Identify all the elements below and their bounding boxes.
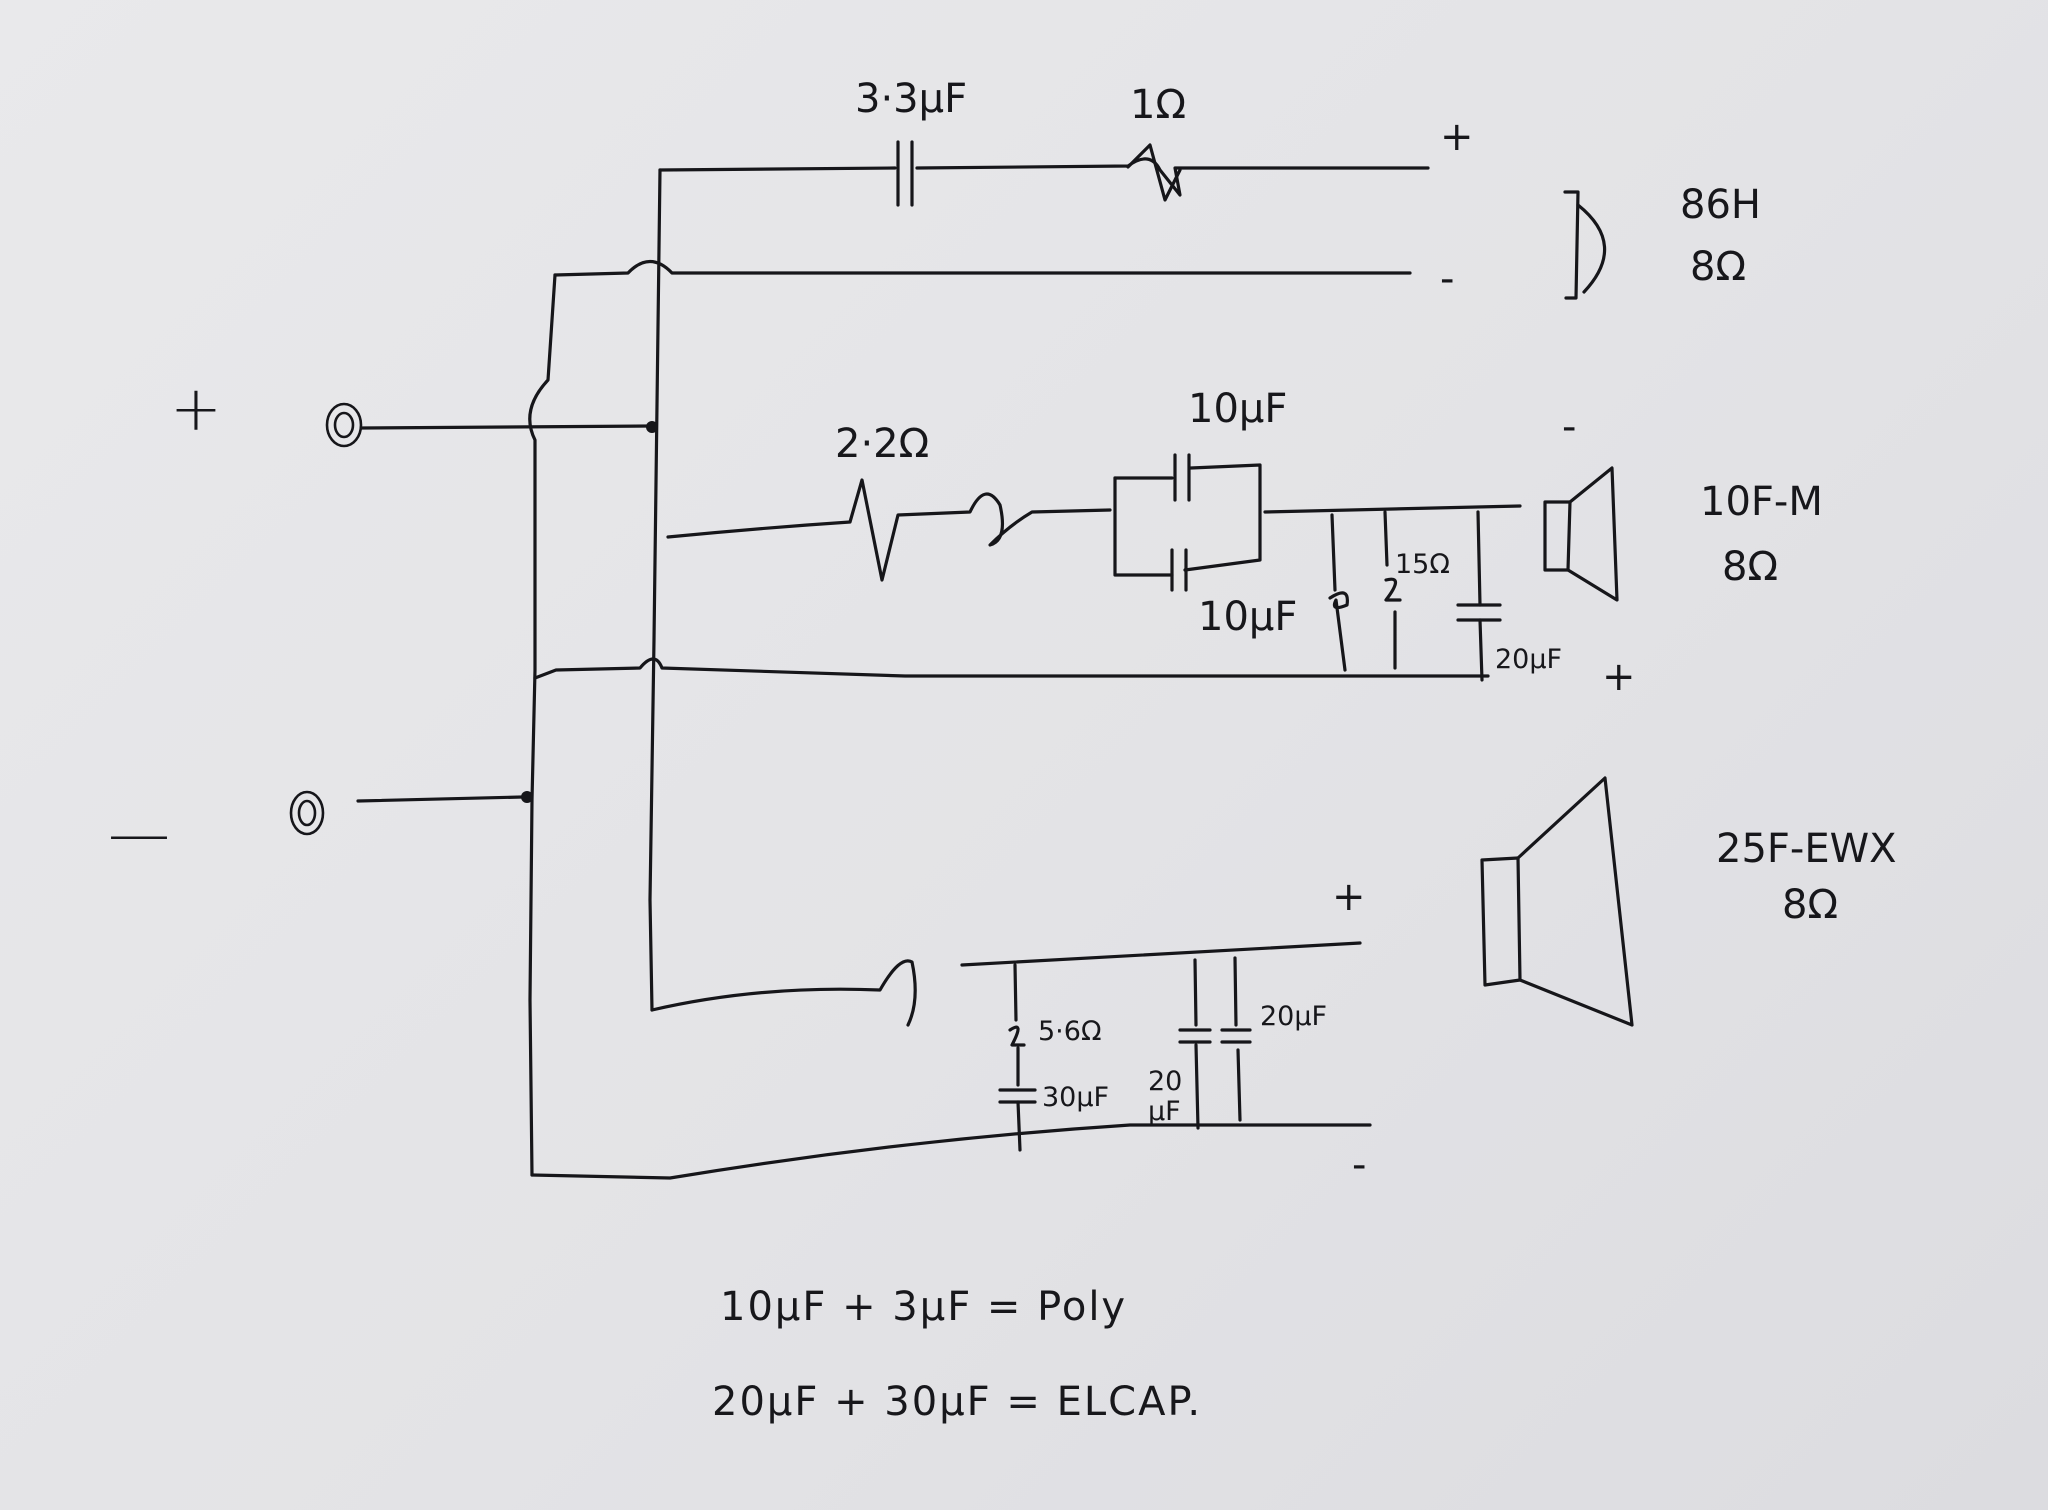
tweeter-plus-sign: + [1440,114,1474,160]
woofer-positive-wire [960,941,1362,967]
mid-model: 10F-M [1700,479,1823,525]
woofer-speaker-icon [1480,776,1634,1027]
mid-negative-wire [533,657,1490,680]
mid-speaker-icon [1543,466,1619,602]
tweeter-capacitor [896,140,914,207]
woofer-plus-sign: + [1332,874,1366,920]
mid-parallel-capacitors [1113,453,1262,592]
woofer-impedance: 8Ω [1782,882,1838,928]
positive-bus [648,168,662,1012]
tweeter-resistor [1126,143,1182,202]
mid-cap1-label: 10µF [1188,386,1287,432]
input-plus-sign: + [170,372,222,445]
tweeter-res-label: 1Ω [1130,82,1186,128]
negative-bus [528,273,557,1177]
woofer-input-wire [650,959,917,1027]
woofer-shunt-capacitor-a [1178,958,1212,1130]
woofer-zobel-capacitor [998,1088,1037,1152]
mid-res-label: 2·2Ω [835,421,929,467]
plus-junction-dot [646,421,658,433]
input-minus-terminal [289,790,325,836]
woofer-cap2-label-bottom: µF [1148,1096,1181,1127]
tweeter-negative-wire [553,259,1412,277]
minus-input-wire [356,795,524,803]
tweeter-positive-wire [658,157,1430,197]
mid-minus-sign: - [1562,404,1576,450]
mid-shunt-resistor [1383,510,1402,670]
mid-shunt-coil [1328,513,1349,672]
tweeter-cap-label: 3·3µF [855,76,967,122]
woofer-model: 25F-EWX [1716,826,1897,872]
minus-junction-dot [521,791,533,803]
plus-input-wire [360,424,652,430]
woofer-shunt-capacitor-b [1220,956,1252,1122]
note-elcap: 20µF + 30µF = ELCAP. [712,1379,1202,1425]
tweeter-minus-sign: - [1440,256,1454,302]
mid-output-wire [1263,504,1522,514]
woofer-negative-wire [530,1123,1372,1180]
mid-impedance: 8Ω [1722,544,1778,590]
note-poly: 10µF + 3µF = Poly [720,1284,1127,1330]
input-minus-sign: — [108,797,170,870]
woofer-minus-sign: - [1352,1142,1366,1188]
mid-cap2-label: 10µF [1198,594,1297,640]
woofer-cap2-label-top: 20 [1148,1066,1182,1097]
tweeter-speaker-icon [1563,190,1607,300]
mid-positive-wire [666,478,1112,582]
tweeter-model: 86H [1680,182,1761,228]
mid-cap3-label: 20µF [1495,644,1562,675]
mid-shunt-capacitor [1456,510,1502,682]
tweeter-impedance: 8Ω [1690,244,1746,290]
input-plus-terminal [325,402,363,448]
woofer-cap1-label: 30µF [1042,1082,1109,1113]
mid-plus-sign: + [1602,654,1636,700]
woofer-zobel-resistor [1008,963,1026,1087]
woofer-res-label: 5·6Ω [1038,1016,1102,1047]
woofer-cap3-label: 20µF [1260,1001,1327,1032]
mid-res2-label: 15Ω [1395,549,1450,580]
